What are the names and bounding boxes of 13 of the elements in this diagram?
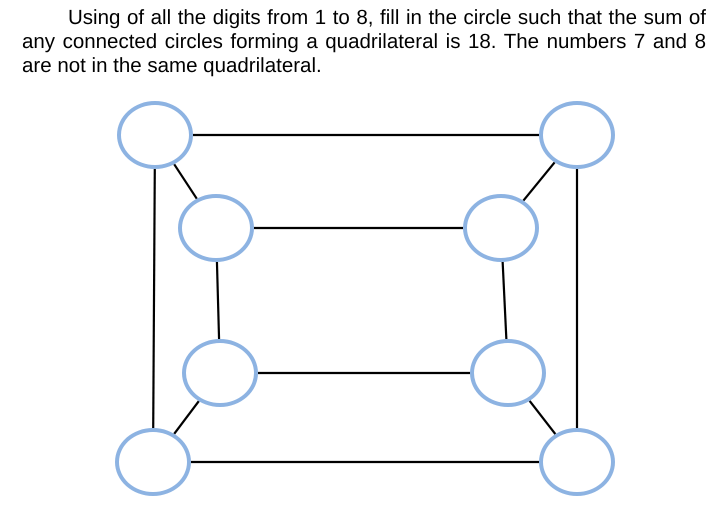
connector-line	[191, 460, 539, 464]
connector-line	[502, 262, 508, 340]
connector-line	[528, 400, 556, 435]
connector-line	[193, 134, 539, 136]
connector-line	[522, 162, 556, 202]
connector-line	[576, 169, 578, 428]
connector-line	[173, 164, 198, 200]
connector-line	[216, 262, 220, 340]
problem-text: Using of all the digits from 1 to 8, fill in the circle such that the sum of any connected circles forming a quadrilateral is 18. The numbers 7 and 8 are not in the same quadrilateral.	[22, 6, 706, 78]
connector-line	[152, 169, 156, 428]
connector-line	[254, 226, 463, 230]
connector-line	[258, 372, 470, 374]
connector-line	[173, 400, 200, 434]
